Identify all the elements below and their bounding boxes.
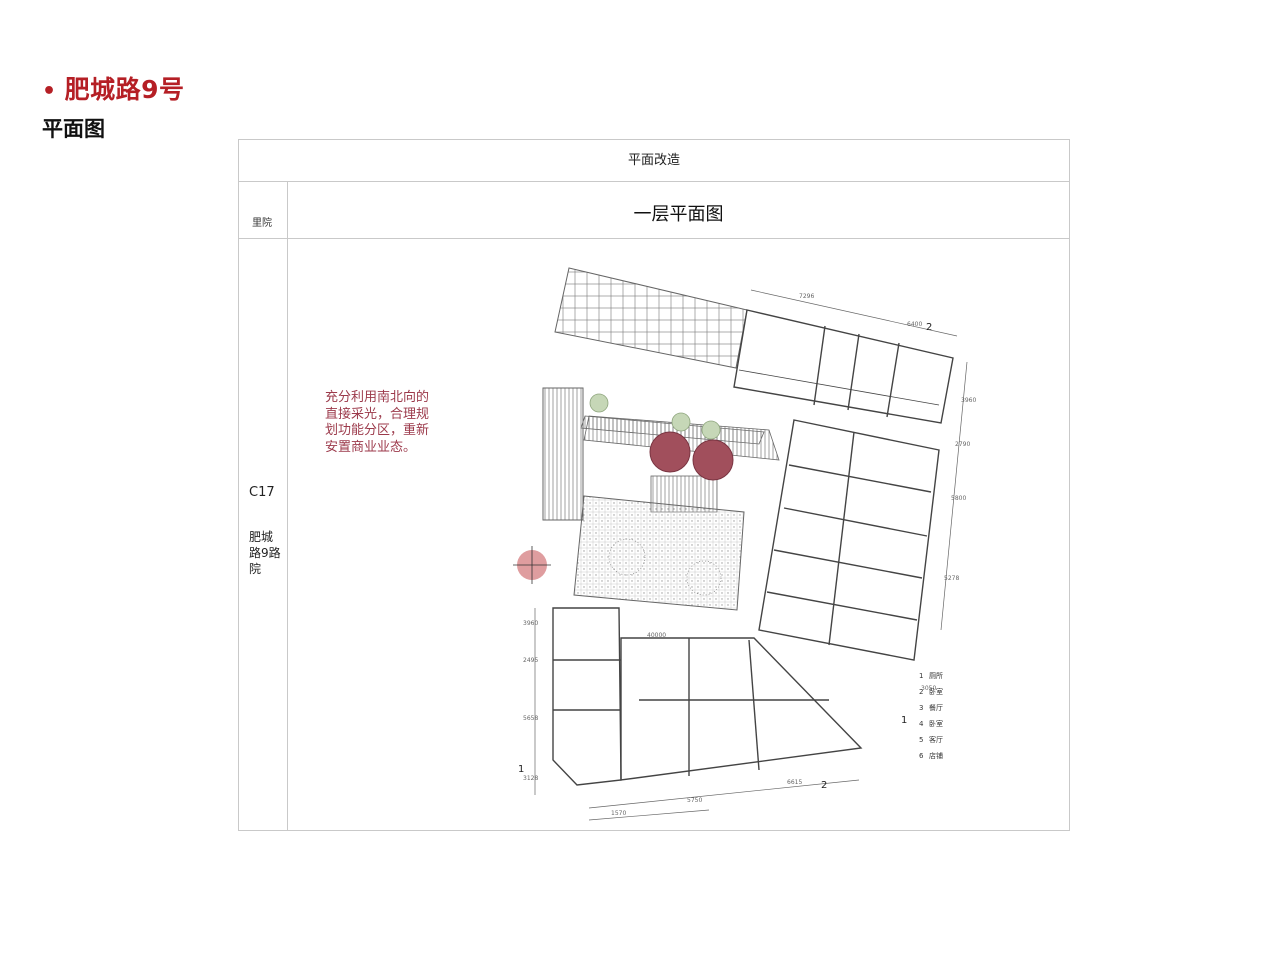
dim-right-c: 5800 — [951, 495, 966, 502]
dim-left-c: 5658 — [523, 715, 538, 722]
building-south — [552, 607, 863, 786]
section-marks: 2 2 1 1 — [518, 322, 932, 791]
compass-icon — [513, 546, 551, 584]
tree-outline-1 — [608, 538, 646, 576]
dim-left-a: 3960 — [523, 620, 538, 627]
floor-plan-drawing: 7296 6400 3960 2790 5800 5278 3050 3960 … — [513, 267, 976, 821]
dim-top-b: 6400 — [907, 321, 922, 328]
tree-canopy-1 — [649, 431, 691, 473]
site-name: 肥城路9路院 — [249, 530, 281, 576]
slide-title: • 肥城路9号 — [42, 70, 184, 106]
shrub-1 — [589, 393, 609, 413]
dim-right-b: 2790 — [955, 441, 970, 448]
courtyard-paving — [573, 495, 745, 611]
column-divider — [287, 181, 288, 830]
building-north — [733, 309, 954, 424]
dim-mid: 40000 — [647, 632, 666, 639]
dim-bottom-a: 1570 — [611, 810, 626, 817]
header-divider — [239, 181, 1069, 182]
design-note: 充分利用南北向的直接采光，合理规划功能分区，重新安置商业业态。 — [325, 390, 430, 455]
trees — [589, 393, 734, 596]
sheet-header: 平面改造 — [627, 153, 680, 168]
dim-left-b: 2495 — [523, 657, 538, 664]
section-mark-top: 2 — [926, 322, 932, 333]
tree-outline-2 — [686, 560, 722, 596]
dim-right-e: 3050 — [921, 685, 936, 692]
dim-right-d: 5278 — [944, 575, 959, 582]
dimension-labels: 7296 6400 3960 2790 5800 5278 3050 3960 … — [523, 293, 976, 817]
site-code: C17 — [249, 485, 275, 500]
shrub-3 — [701, 420, 721, 440]
slide-title-text: 肥城路9号 — [64, 75, 185, 104]
pergola-area — [554, 267, 748, 369]
shrub-2 — [671, 412, 691, 432]
dim-bottom-c: 6615 — [787, 779, 802, 786]
section-mark-left: 1 — [518, 764, 524, 775]
title-divider — [239, 238, 1069, 239]
section-mark-bottom: 2 — [821, 780, 827, 791]
slide-subtitle: 平面图 — [42, 117, 105, 141]
dim-bottom-b: 5750 — [687, 797, 702, 804]
dim-top-a: 7296 — [799, 293, 814, 300]
bullet-icon: • — [42, 79, 57, 104]
drawing-title: 一层平面图 — [633, 204, 724, 225]
drawing-sheet: 平面改造 里院 一层平面图 C17 肥城路9路院 充分利用南北向的直接采光，合理… — [238, 139, 1070, 831]
dim-right-a: 3960 — [961, 397, 976, 404]
building-east — [758, 419, 940, 661]
tree-canopy-2 — [692, 439, 734, 481]
section-mark-right: 1 — [901, 715, 907, 726]
dim-left-d: 3128 — [523, 775, 538, 782]
column-label: 里院 — [252, 218, 272, 229]
dimension-lines — [534, 289, 968, 821]
